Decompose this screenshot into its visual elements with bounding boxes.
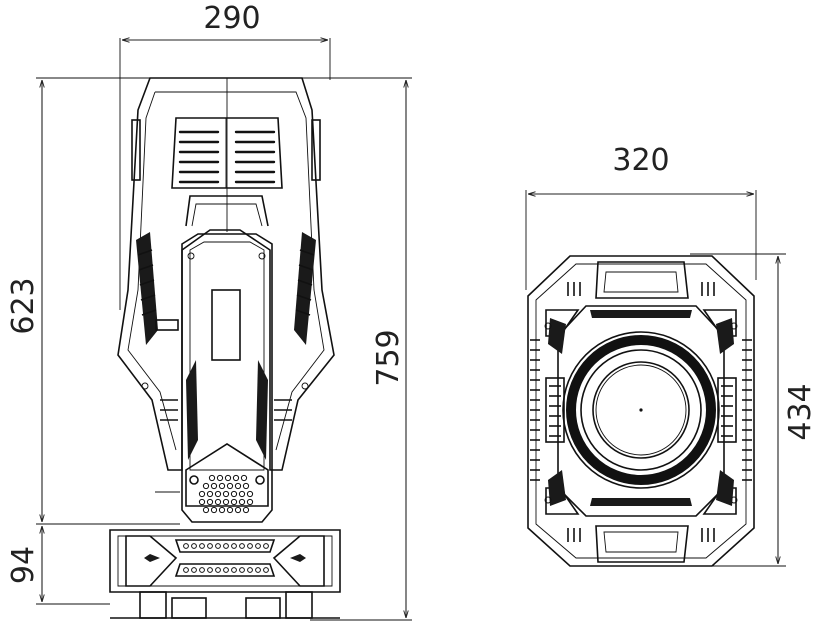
dimension-434-label: 434 [783, 383, 818, 440]
dimension-320-label: 320 [612, 143, 669, 178]
side-view [527, 255, 755, 567]
dimension-623-label: 623 [6, 277, 41, 334]
front-view [117, 77, 335, 523]
dimension-759-label: 759 [371, 329, 406, 386]
front-led-grid [198, 474, 254, 514]
dimension-290-label: 290 [203, 1, 260, 36]
front-base [109, 529, 341, 619]
dimension-94-label: 94 [6, 546, 41, 584]
dimension-lines [36, 38, 786, 621]
top-vents [178, 130, 276, 184]
